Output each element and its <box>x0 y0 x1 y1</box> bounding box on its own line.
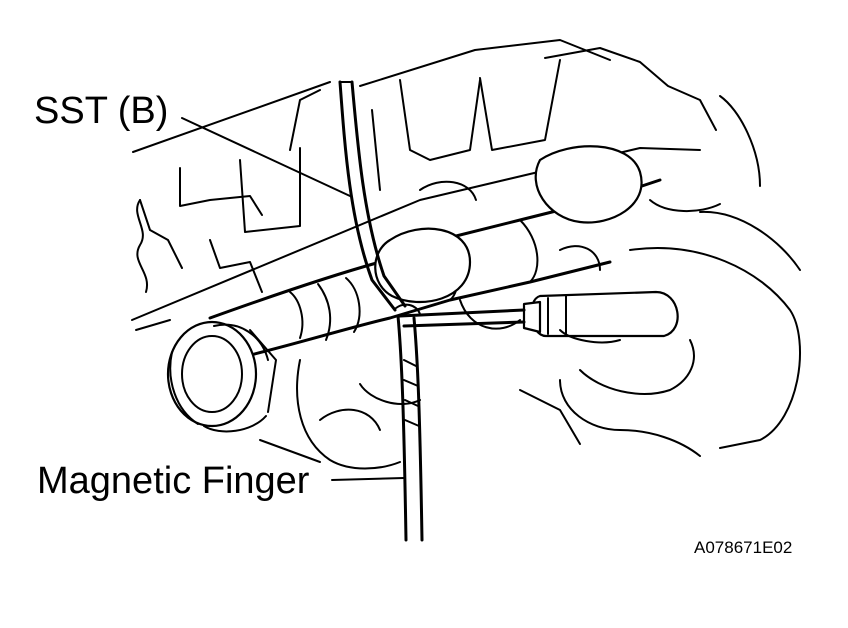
camshaft <box>208 145 662 362</box>
sst-b-leader <box>181 117 351 197</box>
cylinder-head-outline <box>131 39 717 331</box>
camshaft-sprocket <box>166 320 277 433</box>
figure-code: A078671E02 <box>694 538 793 557</box>
sst-b-label: SST (B) <box>34 90 169 132</box>
sst-b-tool <box>338 80 407 312</box>
magnetic-finger <box>395 303 424 542</box>
screwdriver <box>398 290 679 338</box>
magnetic-finger-leader <box>331 477 405 481</box>
magnetic-finger-label: Magnetic Finger <box>37 460 310 502</box>
hands <box>259 95 801 470</box>
